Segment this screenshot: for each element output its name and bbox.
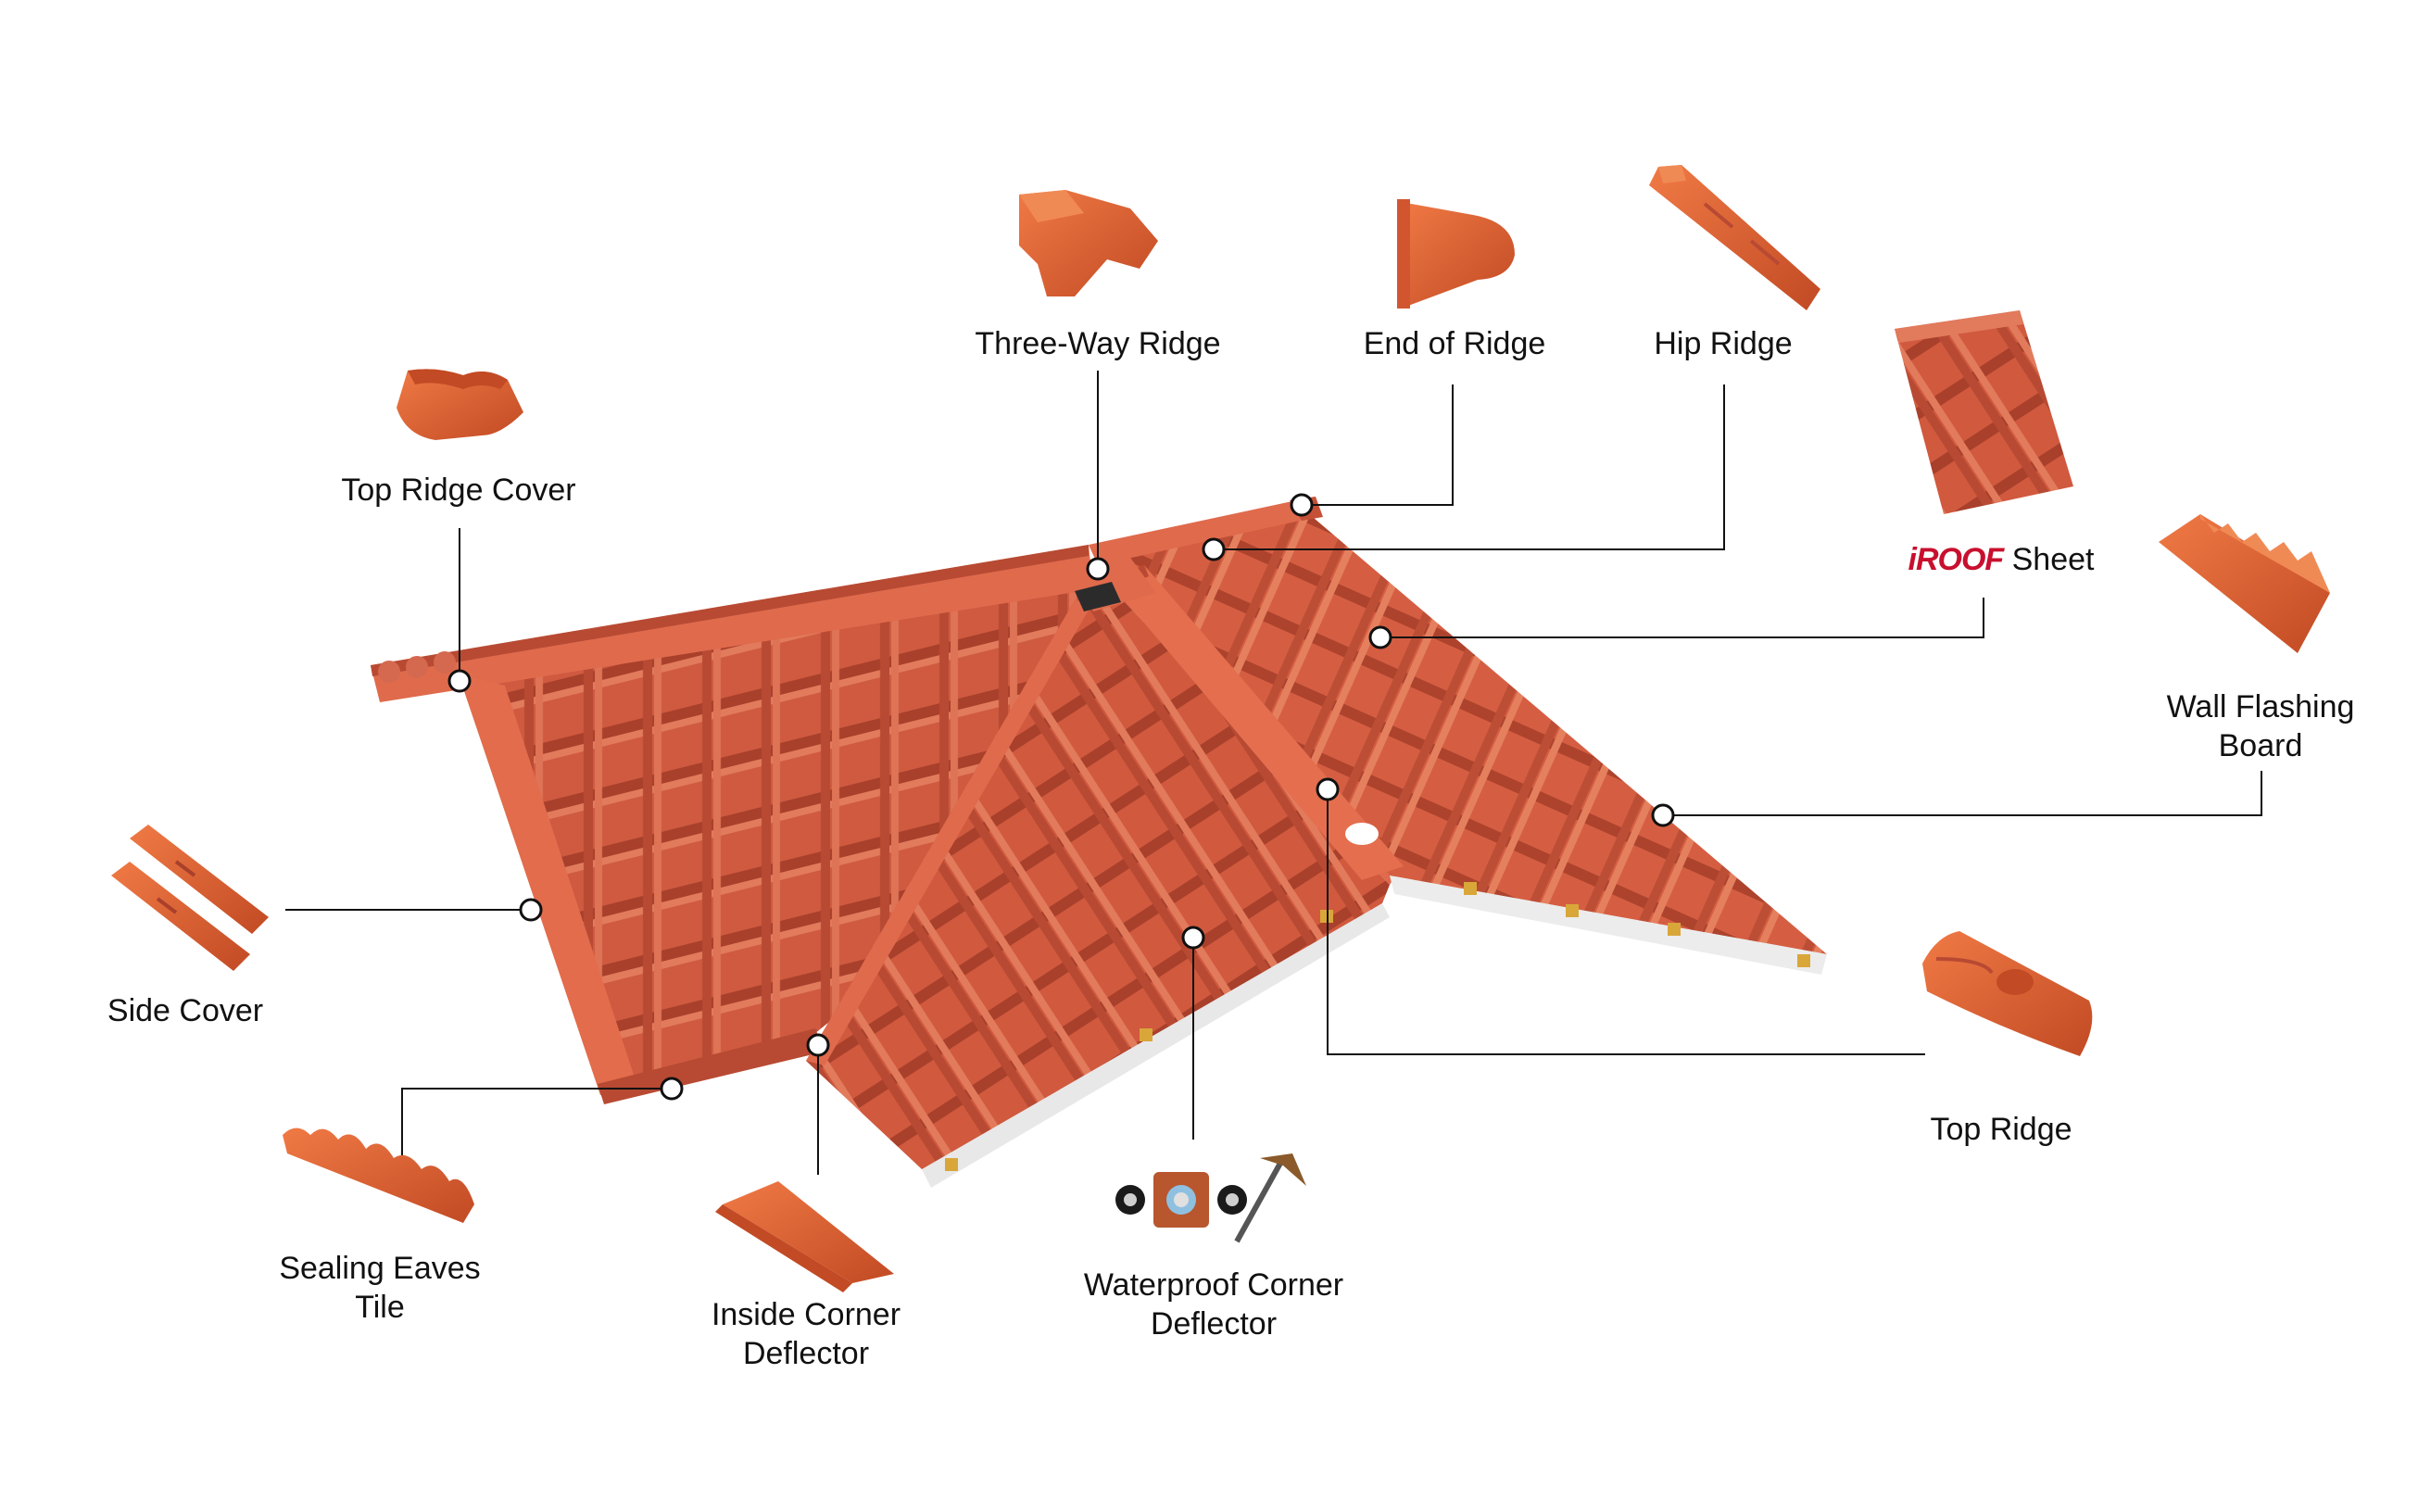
right-roof-plane	[1126, 508, 1827, 954]
waterproof-corner-deflector-icon	[1115, 1153, 1306, 1243]
leader-lines	[285, 371, 2262, 1175]
end-of-ridge-icon	[1397, 199, 1515, 309]
roof-illustration	[371, 497, 1827, 1188]
hip-ridge-icon	[1649, 165, 1820, 310]
side-cover-icon	[111, 825, 269, 971]
three-way-ridge-icon	[1019, 190, 1158, 296]
left-roof-plane	[459, 548, 1084, 1093]
label-iroof-sheet: iROOF Sheet	[1908, 542, 2095, 577]
top-ridge-icon	[1922, 931, 2093, 1056]
wall-flashing-board-icon	[2159, 514, 2330, 653]
label-three-way-ridge: Three-Way Ridge	[975, 326, 1221, 361]
label-hip-ridge: Hip Ridge	[1654, 326, 1793, 361]
label-top-ridge: Top Ridge	[1930, 1112, 2072, 1147]
inside-corner-deflector-icon	[715, 1181, 894, 1292]
label-end-of-ridge: End of Ridge	[1363, 326, 1546, 361]
hip-ridge-strip	[1107, 565, 1404, 880]
sealing-eaves-tile-icon	[283, 1128, 474, 1223]
label-side-cover: Side Cover	[107, 993, 264, 1028]
iroof-sheet-icon	[1895, 310, 2073, 514]
label-top-ridge-cover: Top Ridge Cover	[341, 472, 576, 508]
iroof-logo: iROOF	[1908, 542, 2005, 577]
side-cover-strip	[459, 674, 639, 1095]
top-ridge-cover-icon	[397, 369, 523, 440]
leader-dots	[447, 493, 1675, 1101]
